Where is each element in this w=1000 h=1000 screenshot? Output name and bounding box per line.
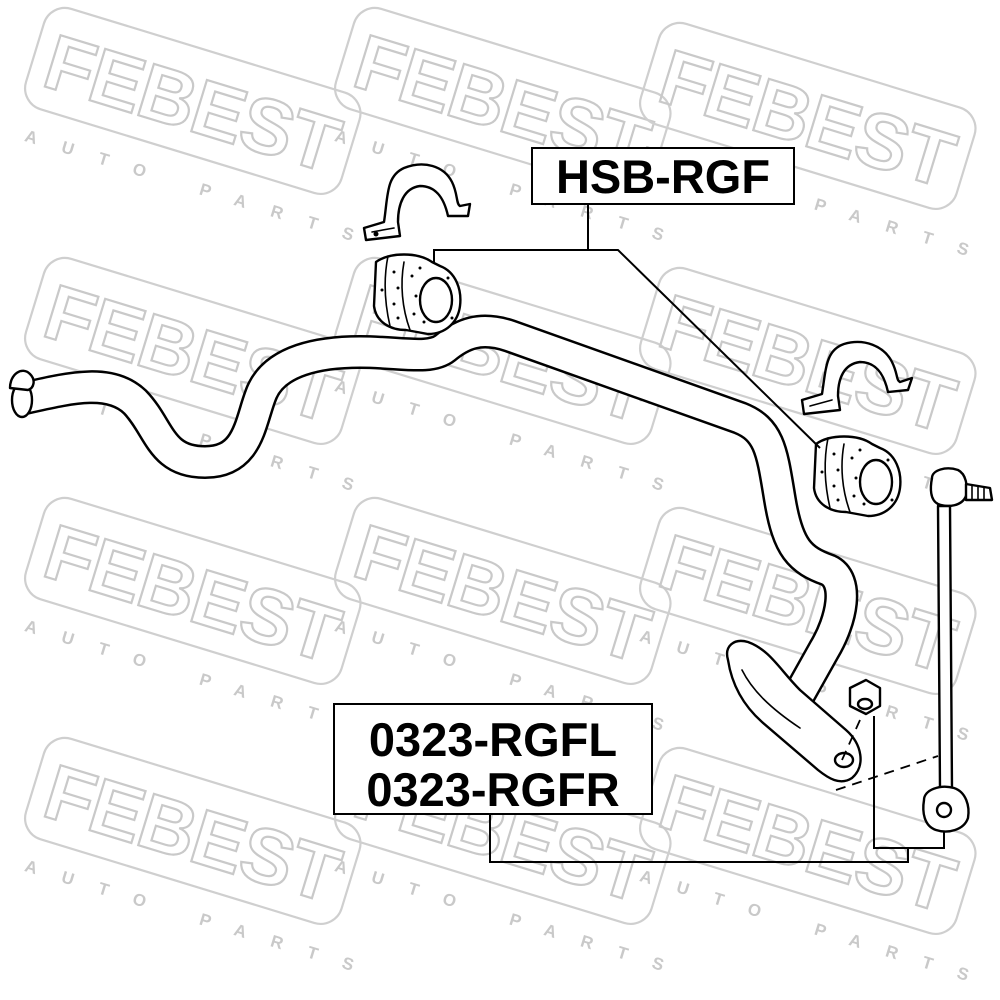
label-link-box	[333, 703, 653, 815]
bracket-left-hole	[373, 231, 379, 237]
link-upper-stud	[964, 482, 994, 502]
bushing-left-seam	[384, 255, 391, 327]
leader-bushing-left	[433, 204, 589, 264]
watermark-frame	[24, 256, 362, 445]
watermark-frame	[334, 496, 672, 685]
bushing-left	[372, 253, 462, 336]
watermark-1: FEBEST AUTO PARTS	[23, 6, 381, 252]
assembly-dash-1	[835, 755, 939, 791]
label-link-part-number-right: 0323-RGFR	[366, 763, 619, 816]
bushing-right-texture	[820, 448, 894, 506]
bushing-right-seam	[824, 437, 831, 509]
sway-arm-rib	[741, 669, 801, 729]
watermark-brand: FEBEST	[35, 17, 350, 189]
stabilizer-bar-fill	[21, 317, 856, 708]
stabilizer-link	[922, 467, 994, 833]
watermark-brand: FEBEST	[650, 757, 965, 929]
bushing-left-seam-2	[401, 261, 411, 331]
label-link: 0323-RGFL 0323-RGFR	[333, 703, 653, 816]
assembly-lines	[835, 719, 939, 791]
label-bushing-box	[531, 147, 795, 205]
bushing-right-seam-2	[841, 443, 851, 513]
label-link-part-number-left: 0323-RGFL	[369, 713, 617, 766]
sway-arm-hole	[833, 751, 855, 769]
link-stud-threads	[971, 484, 985, 501]
bar-left-hook	[8, 369, 35, 392]
bushing-right	[812, 435, 902, 518]
link-lower-nut	[935, 801, 953, 819]
watermark-frame	[24, 6, 362, 195]
watermark-brand: FEBEST	[345, 507, 660, 679]
bracket-left	[362, 163, 472, 242]
watermark-frame	[639, 266, 977, 455]
bushing-right-hole	[858, 458, 894, 506]
sway-arm-shape	[725, 639, 862, 783]
label-bushing-part-number: HSB-RGF	[556, 150, 770, 203]
bracket-left-shape	[362, 163, 472, 242]
watermark-frame	[24, 736, 362, 925]
link-rod	[936, 504, 954, 792]
bracket-right-edge	[809, 399, 833, 407]
label-bushing: HSB-RGF	[531, 147, 795, 205]
leader-lines	[433, 204, 945, 863]
watermark-brand: FEBEST	[650, 277, 965, 449]
leader-bushing-right	[588, 249, 821, 449]
watermark-brand: FEBEST	[35, 507, 350, 679]
leader-link-nut	[873, 716, 945, 849]
bracket-right	[800, 340, 914, 416]
link-nut	[848, 678, 882, 716]
link-upper-joint	[929, 467, 968, 508]
bushing-left-texture	[380, 266, 454, 324]
watermark-brand: FEBEST	[35, 747, 350, 919]
bracket-left-edge	[371, 227, 395, 233]
nut-hole	[856, 697, 874, 711]
leader-link	[489, 814, 909, 863]
bushing-left-hole	[418, 276, 454, 324]
stabilizer-bar	[8, 314, 859, 709]
sway-bar-arm	[725, 639, 862, 783]
watermark-frame	[24, 496, 362, 685]
assembly-dash-2	[841, 719, 861, 761]
bracket-right-shape	[800, 340, 914, 416]
